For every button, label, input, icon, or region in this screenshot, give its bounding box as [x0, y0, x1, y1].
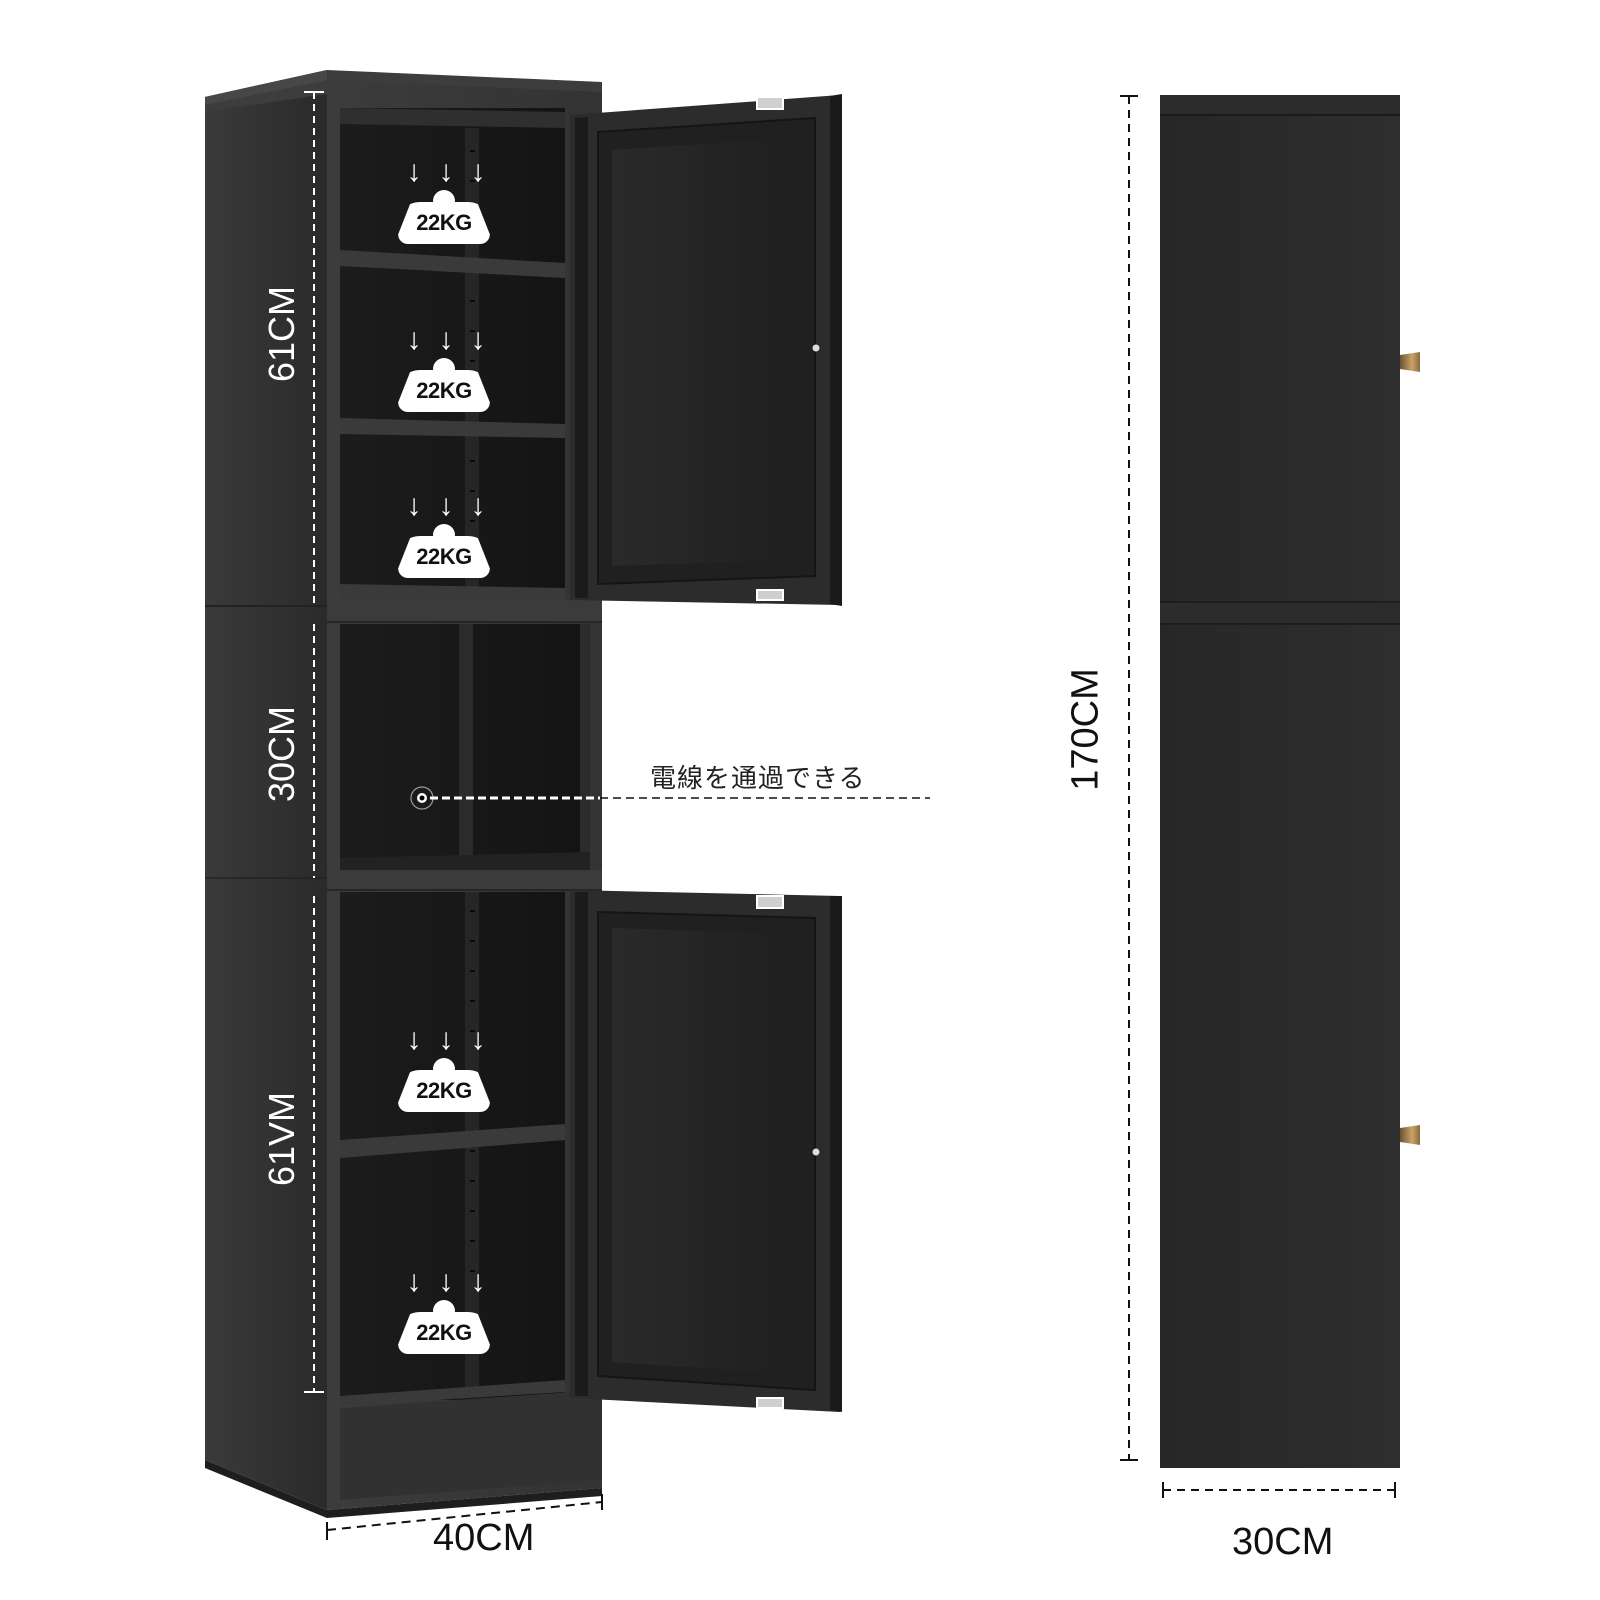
- hinge-plate: [756, 1397, 784, 1409]
- weight-capacity-badge: ↓ ↓ ↓ 22KG: [398, 1023, 490, 1112]
- weight-label: 22KG: [416, 1320, 472, 1345]
- upper-shelf-2: [340, 418, 565, 438]
- door-lock-icon: [812, 344, 820, 352]
- weight-label: 22KG: [416, 210, 472, 235]
- lower-height-label: 61VM: [261, 1091, 302, 1187]
- width-label: 40CM: [433, 1517, 535, 1559]
- weight-capacity-badge: ↓ ↓ ↓ 22KG: [398, 489, 490, 578]
- weight-label: 22KG: [416, 378, 472, 403]
- down-arrows-icon: ↓ ↓ ↓: [406, 323, 486, 356]
- lower-door: [570, 890, 842, 1412]
- front-cabinet-view: [205, 70, 930, 1540]
- dimension-line-depth: [1162, 1482, 1396, 1498]
- wall-bracket-upper: [1400, 352, 1420, 372]
- down-arrows-icon: ↓ ↓ ↓: [406, 155, 486, 188]
- cabinet-side-panel: [205, 70, 327, 1510]
- hinge-plate: [756, 895, 784, 909]
- down-arrows-icon: ↓ ↓ ↓: [406, 1265, 486, 1298]
- hinge-plate: [756, 96, 784, 110]
- upper-shelf-1: [340, 250, 565, 278]
- middle-height-label: 30CM: [261, 705, 302, 803]
- upper-door: [570, 94, 842, 606]
- wall-bracket-lower: [1400, 1125, 1420, 1145]
- cabinet-plinth: [340, 1390, 602, 1500]
- upper-compartment: [340, 108, 565, 600]
- total-height-label: 170CM: [1064, 668, 1107, 791]
- dimension-line-width: [326, 1494, 603, 1540]
- weight-capacity-badge: ↓ ↓ ↓ 22KG: [398, 1265, 490, 1354]
- upper-height-label: 61CM: [261, 285, 302, 383]
- down-arrows-icon: ↓ ↓ ↓: [406, 1023, 486, 1056]
- cable-pass-through-note: 電線を通過できる: [650, 764, 866, 794]
- lower-shelf-1: [340, 1124, 565, 1158]
- dimension-line-lower: [304, 896, 324, 1393]
- door-lock-icon: [812, 1148, 820, 1156]
- down-arrows-icon: ↓ ↓ ↓: [406, 489, 486, 522]
- dimension-line-height: [1120, 95, 1138, 1461]
- lower-shelf-2: [340, 1380, 565, 1406]
- upper-shelf-3: [340, 584, 565, 600]
- hinge-plate: [756, 589, 784, 601]
- depth-label: 30CM: [1232, 1521, 1334, 1563]
- weight-label: 22KG: [416, 1078, 472, 1103]
- dimension-line-upper: [304, 91, 324, 604]
- weight-capacity-badge: ↓ ↓ ↓ 22KG: [398, 323, 490, 412]
- weight-capacity-badge: ↓ ↓ ↓ 22KG: [398, 155, 490, 244]
- side-cabinet-view: [1120, 95, 1420, 1498]
- weight-label: 22KG: [416, 544, 472, 569]
- cable-hole-marker: [410, 786, 930, 810]
